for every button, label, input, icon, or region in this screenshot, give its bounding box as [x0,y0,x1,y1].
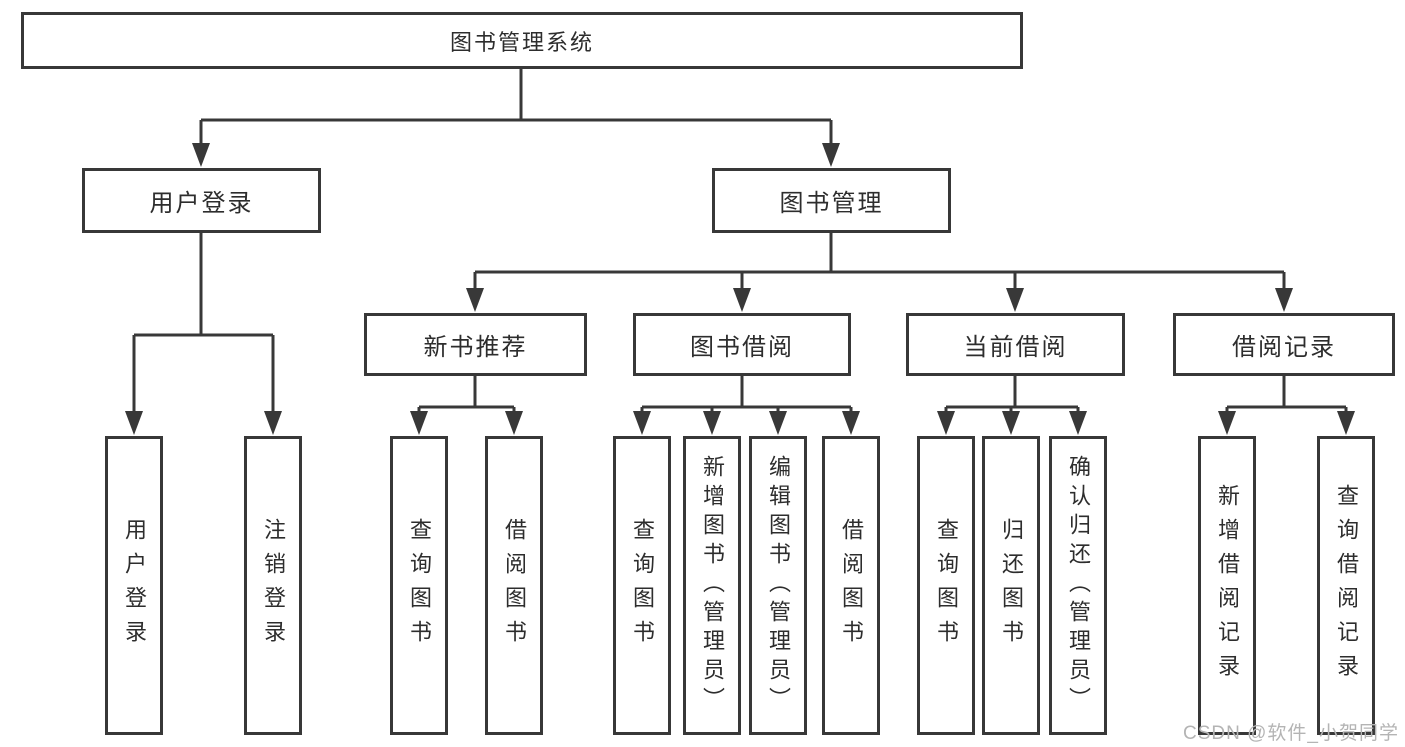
node-borrowing-records: 借阅记录 [1173,313,1395,376]
node-confirm-return-admin: 确认归还（管理员） [1049,436,1107,735]
node-label: 图书借阅 [690,334,794,361]
node-query-books-recommend: 查询图书 [390,436,448,735]
arrowheads [125,143,1355,435]
node-label: 确认归还（管理员） [1066,455,1091,716]
node-label: 查询图书 [934,517,959,654]
csdn-watermark: CSDN @软件_小贺同学 [1183,723,1399,744]
node-user-login-leaf: 用户登录 [105,436,163,735]
node-book-management: 图书管理 [712,168,951,233]
node-query-books-current: 查询图书 [917,436,975,735]
node-label: 当前借阅 [963,334,1068,361]
node-user-login-branch: 用户登录 [82,168,321,233]
node-label: 借阅图书 [839,517,864,654]
node-current-borrowing: 当前借阅 [906,313,1125,376]
node-borrow-books-borrowing: 借阅图书 [822,436,880,735]
node-new-book-recommendation: 新书推荐 [364,313,587,376]
node-label: 图书管理系统 [449,29,594,55]
node-book-borrowing: 图书借阅 [633,313,851,376]
node-label: 查询借阅记录 [1334,483,1359,688]
node-label: 归还图书 [999,517,1024,654]
node-label: 查询图书 [630,517,655,654]
node-label: 新增借阅记录 [1215,483,1240,688]
node-label: 新书推荐 [423,334,528,361]
node-label: 编辑图书（管理员） [766,455,791,716]
node-label: 新增图书（管理员） [700,455,725,716]
node-add-book-admin: 新增图书（管理员） [683,436,741,735]
node-label: 注销登录 [261,517,286,654]
node-label: 借阅记录 [1232,334,1336,361]
node-label: 用户登录 [122,517,147,654]
node-borrow-books-recommend: 借阅图书 [485,436,543,735]
node-return-books: 归还图书 [982,436,1040,735]
node-add-borrow-record: 新增借阅记录 [1198,436,1256,735]
node-label: 借阅图书 [502,517,527,654]
node-label: 图书管理 [779,190,884,217]
node-label: 用户登录 [149,190,254,217]
node-logout: 注销登录 [244,436,302,735]
node-query-borrow-record: 查询借阅记录 [1317,436,1375,735]
node-label: 查询图书 [407,517,432,654]
node-query-books-borrowing: 查询图书 [613,436,671,735]
node-edit-book-admin: 编辑图书（管理员） [749,436,807,735]
node-library-management-system: 图书管理系统 [21,12,1023,69]
